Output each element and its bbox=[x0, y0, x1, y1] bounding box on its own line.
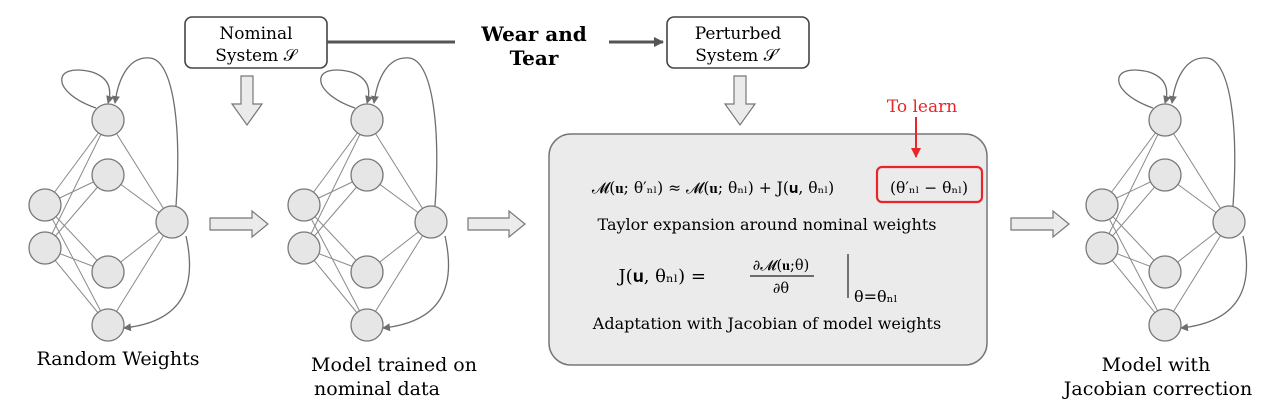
taylor-expansion-text: Taylor expansion around nominal weights bbox=[598, 215, 937, 234]
feedback-loop-bottom bbox=[1180, 235, 1248, 332]
network-edge bbox=[44, 119, 109, 249]
network-edge bbox=[1101, 204, 1166, 326]
caption-jacobian-line2: Jacobian correction bbox=[1062, 378, 1252, 400]
jacobian-subscript: θ=θₙₗ bbox=[854, 287, 898, 306]
hidden-node bbox=[91, 103, 125, 137]
right-arrow-1 bbox=[209, 209, 269, 239]
nominal-system-box: Nominal System 𝒮 bbox=[184, 16, 328, 69]
recurrent-self-loop bbox=[61, 69, 114, 109]
caption-trained-line2: nominal data bbox=[314, 378, 440, 400]
hidden-node bbox=[350, 158, 384, 192]
right-arrow-2 bbox=[467, 209, 526, 239]
highlight-box bbox=[875, 165, 984, 204]
input-node bbox=[1085, 231, 1119, 265]
hidden-node bbox=[1148, 158, 1182, 192]
output-node bbox=[414, 205, 448, 239]
nominal-label-line2: System 𝒮 bbox=[215, 46, 298, 66]
network-trained-nominal bbox=[287, 57, 450, 342]
hidden-node bbox=[350, 308, 384, 342]
feedback-loop-top bbox=[1168, 57, 1236, 207]
wear-and-tear-connector: Wear and Tear bbox=[327, 22, 664, 70]
perturbed-label-line2: System 𝒮′ bbox=[695, 46, 781, 66]
network-edge bbox=[303, 119, 368, 249]
wear-tear-label-line2: Tear bbox=[510, 46, 559, 70]
right-arrow-3 bbox=[1010, 209, 1070, 239]
network-edge bbox=[366, 119, 432, 223]
network-edge bbox=[107, 119, 173, 223]
input-node bbox=[287, 231, 321, 265]
feedback-loop-bottom bbox=[382, 235, 450, 332]
hidden-node bbox=[1148, 255, 1182, 289]
recurrent-self-loop bbox=[320, 69, 373, 109]
network-edge bbox=[44, 204, 109, 326]
hidden-node bbox=[91, 158, 125, 192]
network-edge bbox=[1164, 221, 1230, 326]
feedback-loop-top bbox=[370, 57, 438, 207]
network-edge bbox=[303, 204, 368, 326]
down-arrow-nominal bbox=[230, 75, 264, 127]
jacobian-numerator: ∂𝓜(𝐮;θ) bbox=[753, 258, 810, 274]
hidden-node bbox=[91, 255, 125, 289]
recurrent-self-loop bbox=[1118, 69, 1171, 109]
network-edge bbox=[44, 119, 109, 206]
input-node bbox=[287, 188, 321, 222]
adaptation-text: Adaptation with Jacobian of model weight… bbox=[592, 314, 941, 333]
network-edge bbox=[1101, 119, 1166, 206]
network-random-weights bbox=[28, 57, 191, 342]
equation-weight-delta: (θ′ₙₗ − θₙₗ) bbox=[890, 179, 968, 197]
hidden-node bbox=[350, 103, 384, 137]
network-edge bbox=[107, 221, 173, 326]
down-arrow-perturbed bbox=[723, 75, 757, 127]
hidden-node bbox=[350, 255, 384, 289]
to-learn-label: To learn bbox=[887, 97, 957, 117]
caption-trained-line1: Model trained on bbox=[311, 354, 477, 376]
perturbed-system-box: Perturbed System 𝒮′ bbox=[666, 16, 810, 69]
jacobian-denominator: ∂θ bbox=[773, 281, 789, 297]
hidden-node bbox=[91, 308, 125, 342]
wear-tear-label-line1: Wear and bbox=[480, 22, 587, 46]
network-edge bbox=[366, 221, 432, 326]
hidden-node bbox=[1148, 103, 1182, 137]
output-node bbox=[155, 205, 189, 239]
nominal-label-line1: Nominal bbox=[219, 24, 292, 44]
hidden-node bbox=[1148, 308, 1182, 342]
network-jacobian-correction bbox=[1085, 57, 1248, 342]
caption-jacobian-line1: Model with bbox=[1102, 354, 1211, 376]
feedback-loop-bottom bbox=[123, 235, 191, 332]
input-node bbox=[28, 231, 62, 265]
equation-approximation: 𝓜(𝐮; θ′ₙₗ) ≈ 𝓜(𝐮; θₙₗ) + J(𝐮, θₙₗ) bbox=[592, 179, 834, 197]
network-edge bbox=[1164, 119, 1230, 223]
caption-random-weights: Random Weights bbox=[36, 348, 199, 370]
perturbed-label-line1: Perturbed bbox=[695, 24, 782, 44]
network-edge bbox=[303, 119, 368, 206]
output-node bbox=[1212, 205, 1246, 239]
jacobian-lhs: J(𝐮, θₙₗ) = bbox=[616, 266, 706, 287]
feedback-loop-top bbox=[111, 57, 179, 207]
input-node bbox=[28, 188, 62, 222]
network-edge bbox=[1101, 119, 1166, 249]
input-node bbox=[1085, 188, 1119, 222]
